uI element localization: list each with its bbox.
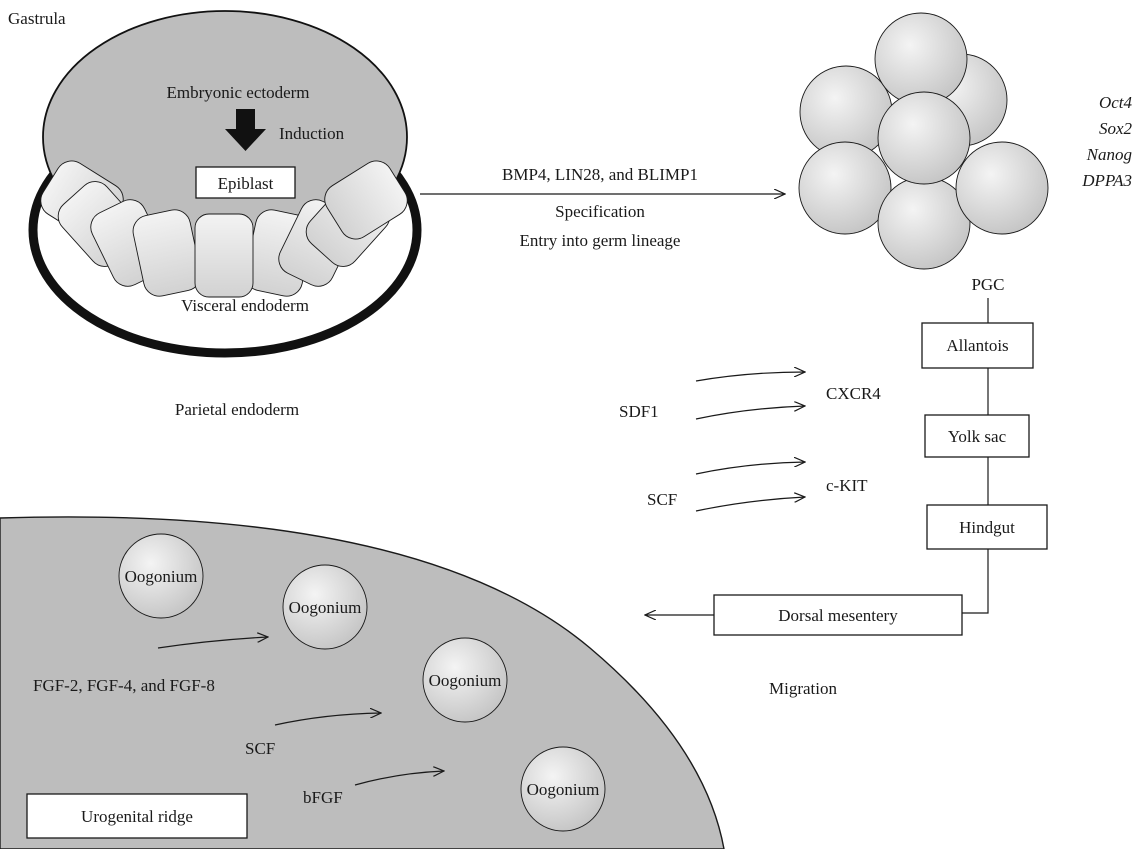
hindgut-box [926, 504, 1048, 550]
embryonic-ectoderm-label: Embryonic ectoderm [166, 83, 309, 102]
scf-label: SCF [647, 490, 677, 509]
allantois-box [921, 322, 1034, 369]
marker-nanog: Nanog [1086, 145, 1132, 164]
induction-arrow-icon [225, 109, 266, 151]
oogonium-label: Oogonium [125, 567, 198, 586]
marker-dppa3: DPPA3 [1081, 171, 1132, 190]
ckit-label: c-KIT [826, 476, 868, 495]
fgf-label: FGF-2, FGF-4, and FGF-8 [33, 676, 215, 695]
specification-section: BMP4, LIN28, and BLIMP1 Specification En… [420, 165, 785, 250]
sdf1-label: SDF1 [619, 402, 659, 421]
cxcr4-label: CXCR4 [826, 384, 881, 403]
oogonium-label: Oogonium [429, 671, 502, 690]
induction-label: Induction [279, 124, 345, 143]
dorsal-mesentery-label: Dorsal mesentery [778, 606, 898, 625]
oogonium-label: Oogonium [527, 780, 600, 799]
gastrula-title: Gastrula [8, 9, 66, 28]
scf-arrow [274, 713, 381, 726]
epiblast-box [195, 166, 296, 199]
signals: SDF1 CXCR4 SCF c-KIT [619, 372, 881, 512]
fgf-arrow [157, 637, 268, 649]
bfgf-arrow [354, 771, 444, 786]
marker-oct4: Oct4 [1099, 93, 1133, 112]
specification-label: Specification [555, 202, 645, 221]
migration-label: Migration [769, 679, 837, 698]
migration-path: Allantois Yolk sac Hindgut Dorsal mesent… [645, 298, 1048, 698]
parietal-endoderm-label: Parietal endoderm [175, 400, 299, 419]
yolk-sac-box [924, 414, 1030, 458]
oogonium-cell [282, 564, 368, 650]
ridge-scf-label: SCF [245, 739, 275, 758]
germ-lineage-label: Entry into germ lineage [520, 231, 681, 250]
oogonium-label: Oogonium [289, 598, 362, 617]
allantois-label: Allantois [946, 336, 1008, 355]
oogonium-cell [422, 637, 508, 723]
epiblast-cells [40, 160, 408, 298]
epiblast-label: Epiblast [218, 174, 274, 193]
urogenital-ridge-box [26, 793, 248, 839]
oogonium-cell [118, 533, 204, 619]
gastrula-section: Gastrula Embryonic ectoderm Induction Ep… [8, 9, 422, 419]
pgc-label: PGC [971, 275, 1004, 294]
oogonium-cell [520, 746, 606, 832]
hindgut-label: Hindgut [959, 518, 1015, 537]
urogenital-ridge: Oogonium Oogonium Oogonium Oogonium FGF-… [0, 516, 725, 849]
bfgf-label: bFGF [303, 788, 343, 807]
specification-factors: BMP4, LIN28, and BLIMP1 [502, 165, 698, 184]
pgc-cluster: Oct4 Sox2 Nanog DPPA3 PGC [798, 12, 1133, 294]
visceral-endoderm-label: Visceral endoderm [181, 296, 309, 315]
urogenital-ridge-label: Urogenital ridge [81, 807, 193, 826]
yolk-sac-label: Yolk sac [948, 427, 1007, 446]
dorsal-mesentery-box [713, 594, 963, 636]
marker-sox2: Sox2 [1099, 119, 1133, 138]
